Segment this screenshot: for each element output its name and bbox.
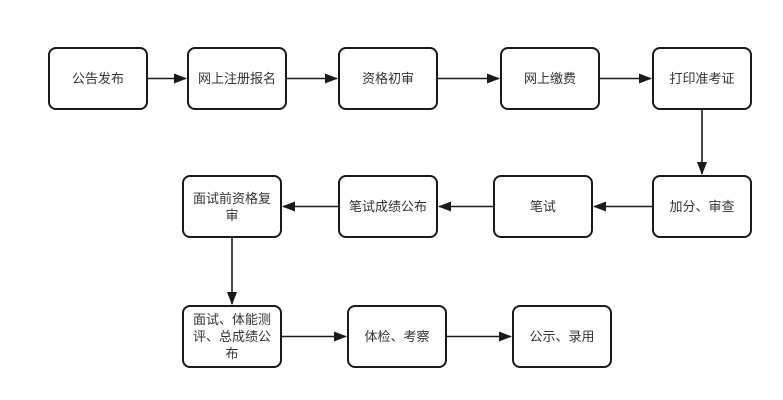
node-label: 笔试成绩公布 — [348, 199, 427, 214]
node-pre-interview-qualification-recheck: 面试前资格复审 — [182, 175, 282, 238]
node-written-exam: 笔试 — [493, 175, 593, 238]
node-label: 公示、录用 — [529, 329, 595, 344]
node-label: 体检、考察 — [364, 329, 430, 344]
node-label: 面试前资格复审 — [192, 190, 271, 223]
node-medical-exam-inspection: 体检、考察 — [347, 305, 447, 368]
node-label: 加分、审查 — [669, 199, 735, 214]
node-bonus-points-review: 加分、审查 — [652, 175, 752, 238]
node-print-admission-ticket: 打印准考证 — [652, 47, 752, 110]
node-label: 网上注册报名 — [197, 71, 276, 86]
node-label: 打印准考证 — [669, 71, 735, 86]
node-written-exam-results: 笔试成绩公布 — [338, 175, 438, 238]
node-qualification-preliminary-review: 资格初审 — [338, 47, 438, 110]
node-label: 笔试 — [529, 199, 556, 214]
node-label: 网上缴费 — [523, 71, 576, 86]
node-online-payment: 网上缴费 — [500, 47, 600, 110]
node-announcement: 公告发布 — [48, 47, 148, 110]
node-interview-physical-total-score: 面试、体能测评、总成绩公布 — [182, 305, 282, 368]
node-label: 资格初审 — [361, 71, 414, 86]
node-label: 面试、体能测评、总成绩公布 — [192, 312, 271, 361]
node-label: 公告发布 — [71, 71, 124, 86]
node-online-registration: 网上注册报名 — [187, 47, 287, 110]
node-public-announcement-employment: 公示、录用 — [512, 305, 612, 368]
